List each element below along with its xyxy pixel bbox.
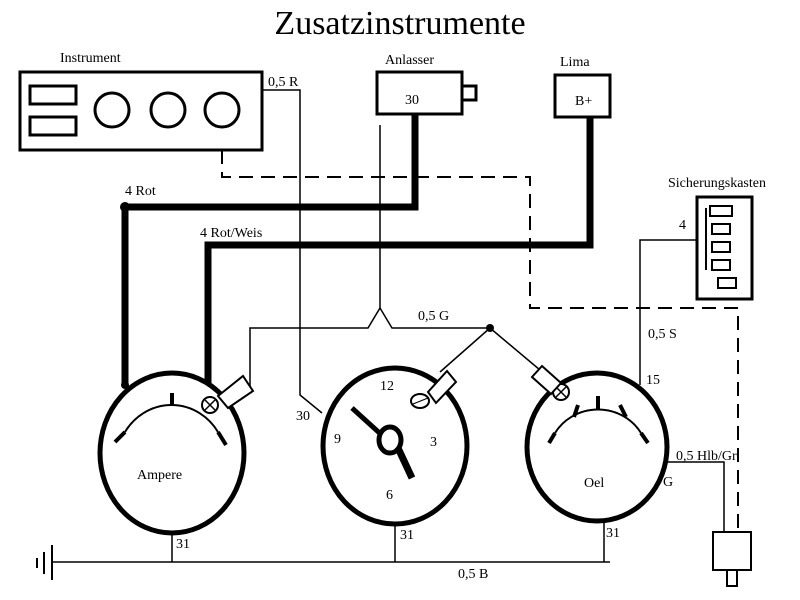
clock-number-9: 9	[334, 432, 341, 447]
label-wire-0-5-s: 0,5 S	[648, 327, 677, 342]
oel-gauge: Oel	[524, 364, 670, 524]
oel-warning-lamp	[530, 364, 570, 401]
label-wire-0-5-b: 0,5 B	[458, 567, 488, 582]
thick-wires	[121, 110, 594, 388]
clock-hour-hand	[394, 446, 416, 480]
label-wire-4-rot: 4 Rot	[125, 184, 156, 199]
oel-gauge-label: Oel	[584, 476, 604, 491]
oel-terminal-15: 15	[646, 373, 660, 388]
wire-g-to-oel-lamp	[489, 327, 541, 371]
panel-slot-top	[28, 84, 78, 106]
label-wire-0-5-r: 0,5 R	[268, 75, 299, 90]
label-lima: Lima	[560, 55, 590, 70]
panel-gauge-hole-3	[203, 91, 241, 129]
clock-terminal-30: 30	[296, 409, 310, 424]
lima-terminal-b-plus: B+	[575, 94, 592, 109]
ground-symbol	[36, 545, 53, 580]
clock-ground-31: 31	[400, 528, 414, 543]
wire-4-rot-weis	[204, 110, 594, 388]
ampere-gauge: Ampere	[97, 370, 255, 536]
wire-0-5-r	[262, 89, 323, 414]
junction-4-rot	[120, 202, 130, 212]
clock-center-hub	[376, 424, 404, 456]
label-wire-0-5-g: 0,5 G	[418, 309, 449, 324]
wire-0-5-g	[249, 306, 490, 388]
clock-number-3: 3	[430, 435, 437, 450]
junction-g	[486, 324, 494, 332]
wire-4-rot	[121, 110, 419, 385]
sicherung-terminal-4: 4	[679, 218, 686, 233]
ampere-warning-lamp	[201, 374, 255, 414]
clock-gauge: 12 3 6 9	[320, 365, 470, 527]
clock-number-6: 6	[386, 488, 393, 503]
wire-0-5-s	[639, 239, 697, 385]
panel-gauge-hole-1	[93, 91, 131, 129]
wire-dashed	[221, 150, 739, 532]
instrument-panel	[18, 70, 264, 152]
anlasser-terminal-30: 30	[405, 93, 419, 108]
sicherungskasten-box	[695, 195, 754, 301]
label-instrument: Instrument	[60, 51, 121, 66]
wire-g-to-clock-lamp	[439, 327, 491, 373]
lima-box	[553, 73, 612, 119]
label-wire-4-rot-weis: 4 Rot/Weis	[200, 226, 262, 241]
oel-ground-31: 31	[606, 526, 620, 541]
oel-terminal-g: G	[663, 475, 673, 490]
panel-slot-bottom	[28, 115, 78, 137]
oil-pressure-sender	[712, 531, 752, 587]
label-wire-0-5-hlb-gr: 0,5 Hlb/Gr	[676, 449, 737, 464]
clock-illumination-lamp	[410, 369, 458, 409]
label-sicherungskasten: Sicherungskasten	[668, 176, 766, 191]
anlasser-box	[375, 70, 478, 116]
diagram-title: Zusatzinstrumente	[274, 5, 525, 42]
panel-gauge-hole-2	[149, 91, 187, 129]
clock-number-12: 12	[380, 379, 394, 394]
thin-wires	[52, 89, 725, 563]
junction-ampere-left	[121, 381, 129, 389]
label-anlasser: Anlasser	[385, 53, 434, 68]
wire-0-5-hlb-gr	[660, 461, 725, 532]
ampere-gauge-label: Ampere	[137, 468, 182, 483]
ampere-ground-31: 31	[176, 537, 190, 552]
